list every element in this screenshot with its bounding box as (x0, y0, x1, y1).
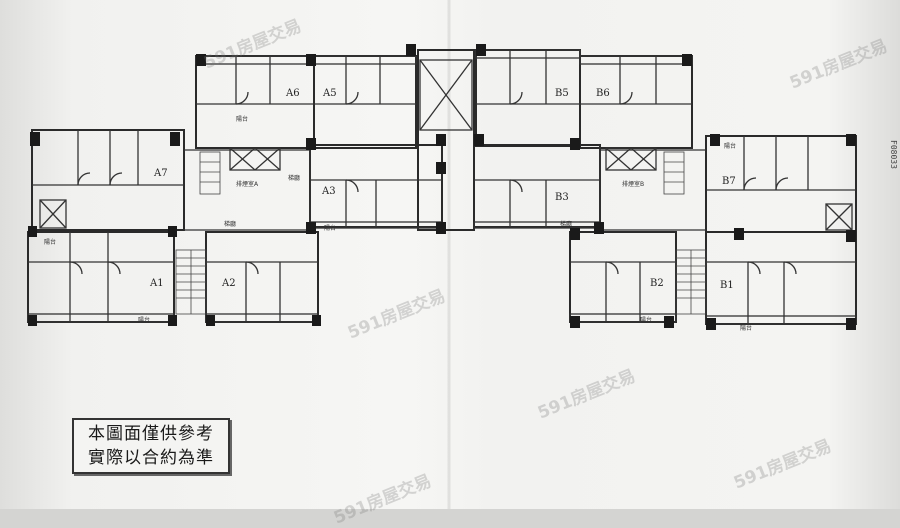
balcony-label-b1: 陽台 (740, 324, 752, 332)
unit-label-a1: A1 (149, 278, 164, 289)
unit-label-a5: A5 (322, 88, 337, 99)
edge-code: F08033 (889, 140, 898, 169)
unit-label-a3: A3 (321, 186, 336, 197)
corridor-label-right: 梯廳 (560, 220, 572, 228)
unit-label-b1: B1 (720, 280, 734, 291)
disclaimer-line-2: 實際以合約為準 (88, 448, 214, 468)
disclaimer-box: 本圖面僅供參考 實際以合約為準 (72, 418, 230, 474)
unit-outline-b3 (473, 144, 601, 228)
balcony-label-a1: 陽台 (138, 316, 150, 324)
balcony-label-b7: 陽台 (724, 142, 736, 150)
unit-label-b6: B6 (596, 88, 610, 99)
unit-label-b7: B7 (722, 176, 736, 187)
corridor-label-left-b: 梯廳 (224, 220, 236, 228)
unit-label-b5: B5 (555, 88, 569, 99)
balcony-label-b2: 陽台 (640, 316, 652, 324)
disclaimer-line-1: 本圖面僅供參考 (88, 424, 214, 444)
unit-outline-b6 (579, 55, 693, 149)
unit-outline-a5 (313, 55, 417, 149)
unit-outline-a7 (31, 129, 185, 231)
smoke-room-a-label: 排煙室A (236, 180, 259, 188)
unit-label-b3: B3 (555, 192, 569, 203)
unit-outline-b2 (569, 231, 677, 323)
corridor-label-left: 梯廳 (288, 174, 300, 182)
smoke-room-b-label: 排煙室B (622, 180, 644, 188)
paper-fold (447, 0, 451, 509)
unit-label-a7: A7 (153, 168, 168, 179)
balcony-label-a1b: 陽台 (44, 238, 56, 246)
unit-label-a2: A2 (221, 278, 236, 289)
unit-label-b2: B2 (650, 278, 664, 289)
unit-outline-b1 (705, 231, 857, 325)
floor-plan-drawing: A1 A2 A3 A5 A6 A7 B1 B2 B3 B5 B6 B7 陽台 陽… (27, 44, 857, 332)
balcony-label-a3: 陽台 (324, 224, 336, 232)
unit-label-a6: A6 (285, 88, 300, 99)
balcony-label-a6: 陽台 (236, 115, 248, 123)
unit-outline-a2 (205, 231, 319, 323)
